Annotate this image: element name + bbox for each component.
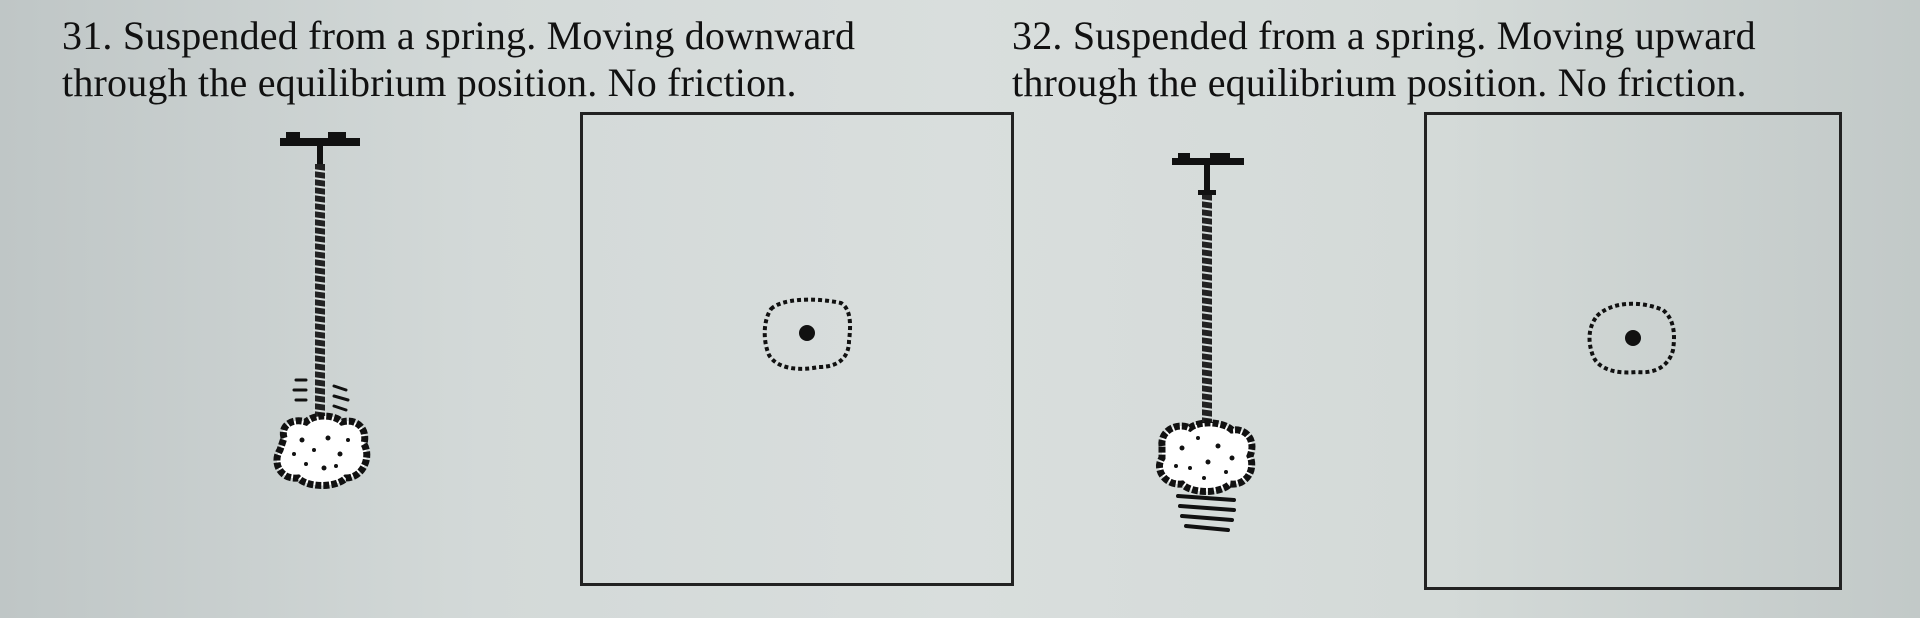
problem-32-statement: 32. Suspended from a spring. Moving upwa…	[1012, 12, 1756, 106]
free-body-dot-icon	[762, 297, 852, 371]
problem-31-line-1: 31. Suspended from a spring. Moving down…	[62, 12, 855, 59]
free-body-dot-icon	[1587, 301, 1676, 375]
spring-coils	[1199, 195, 1215, 423]
problem-31-line-2: through the equilibrium position. No fri…	[62, 60, 797, 105]
problem-31-statement: 31. Suspended from a spring. Moving down…	[62, 12, 855, 106]
hanging-mass	[273, 412, 371, 489]
problem-32-answer-box[interactable]	[1424, 112, 1842, 590]
spring-mass-icon	[1156, 153, 1256, 532]
spring-coils	[312, 164, 328, 426]
spring-mass-icon	[273, 132, 371, 489]
hanging-mass	[1156, 419, 1256, 495]
problem-31-answer-box[interactable]	[580, 112, 1014, 586]
problem-31-number: 31.	[62, 13, 113, 58]
problem-31-line-1-text: Suspended from a spring. Moving downward	[122, 13, 856, 58]
problem-32-number: 32.	[1012, 13, 1063, 58]
problem-32-line-1: 32. Suspended from a spring. Moving upwa…	[1012, 12, 1756, 59]
problem-32-line-2: through the equilibrium position. No fri…	[1012, 60, 1747, 105]
problem-32-line-1-text: Suspended from a spring. Moving upward	[1072, 13, 1756, 58]
